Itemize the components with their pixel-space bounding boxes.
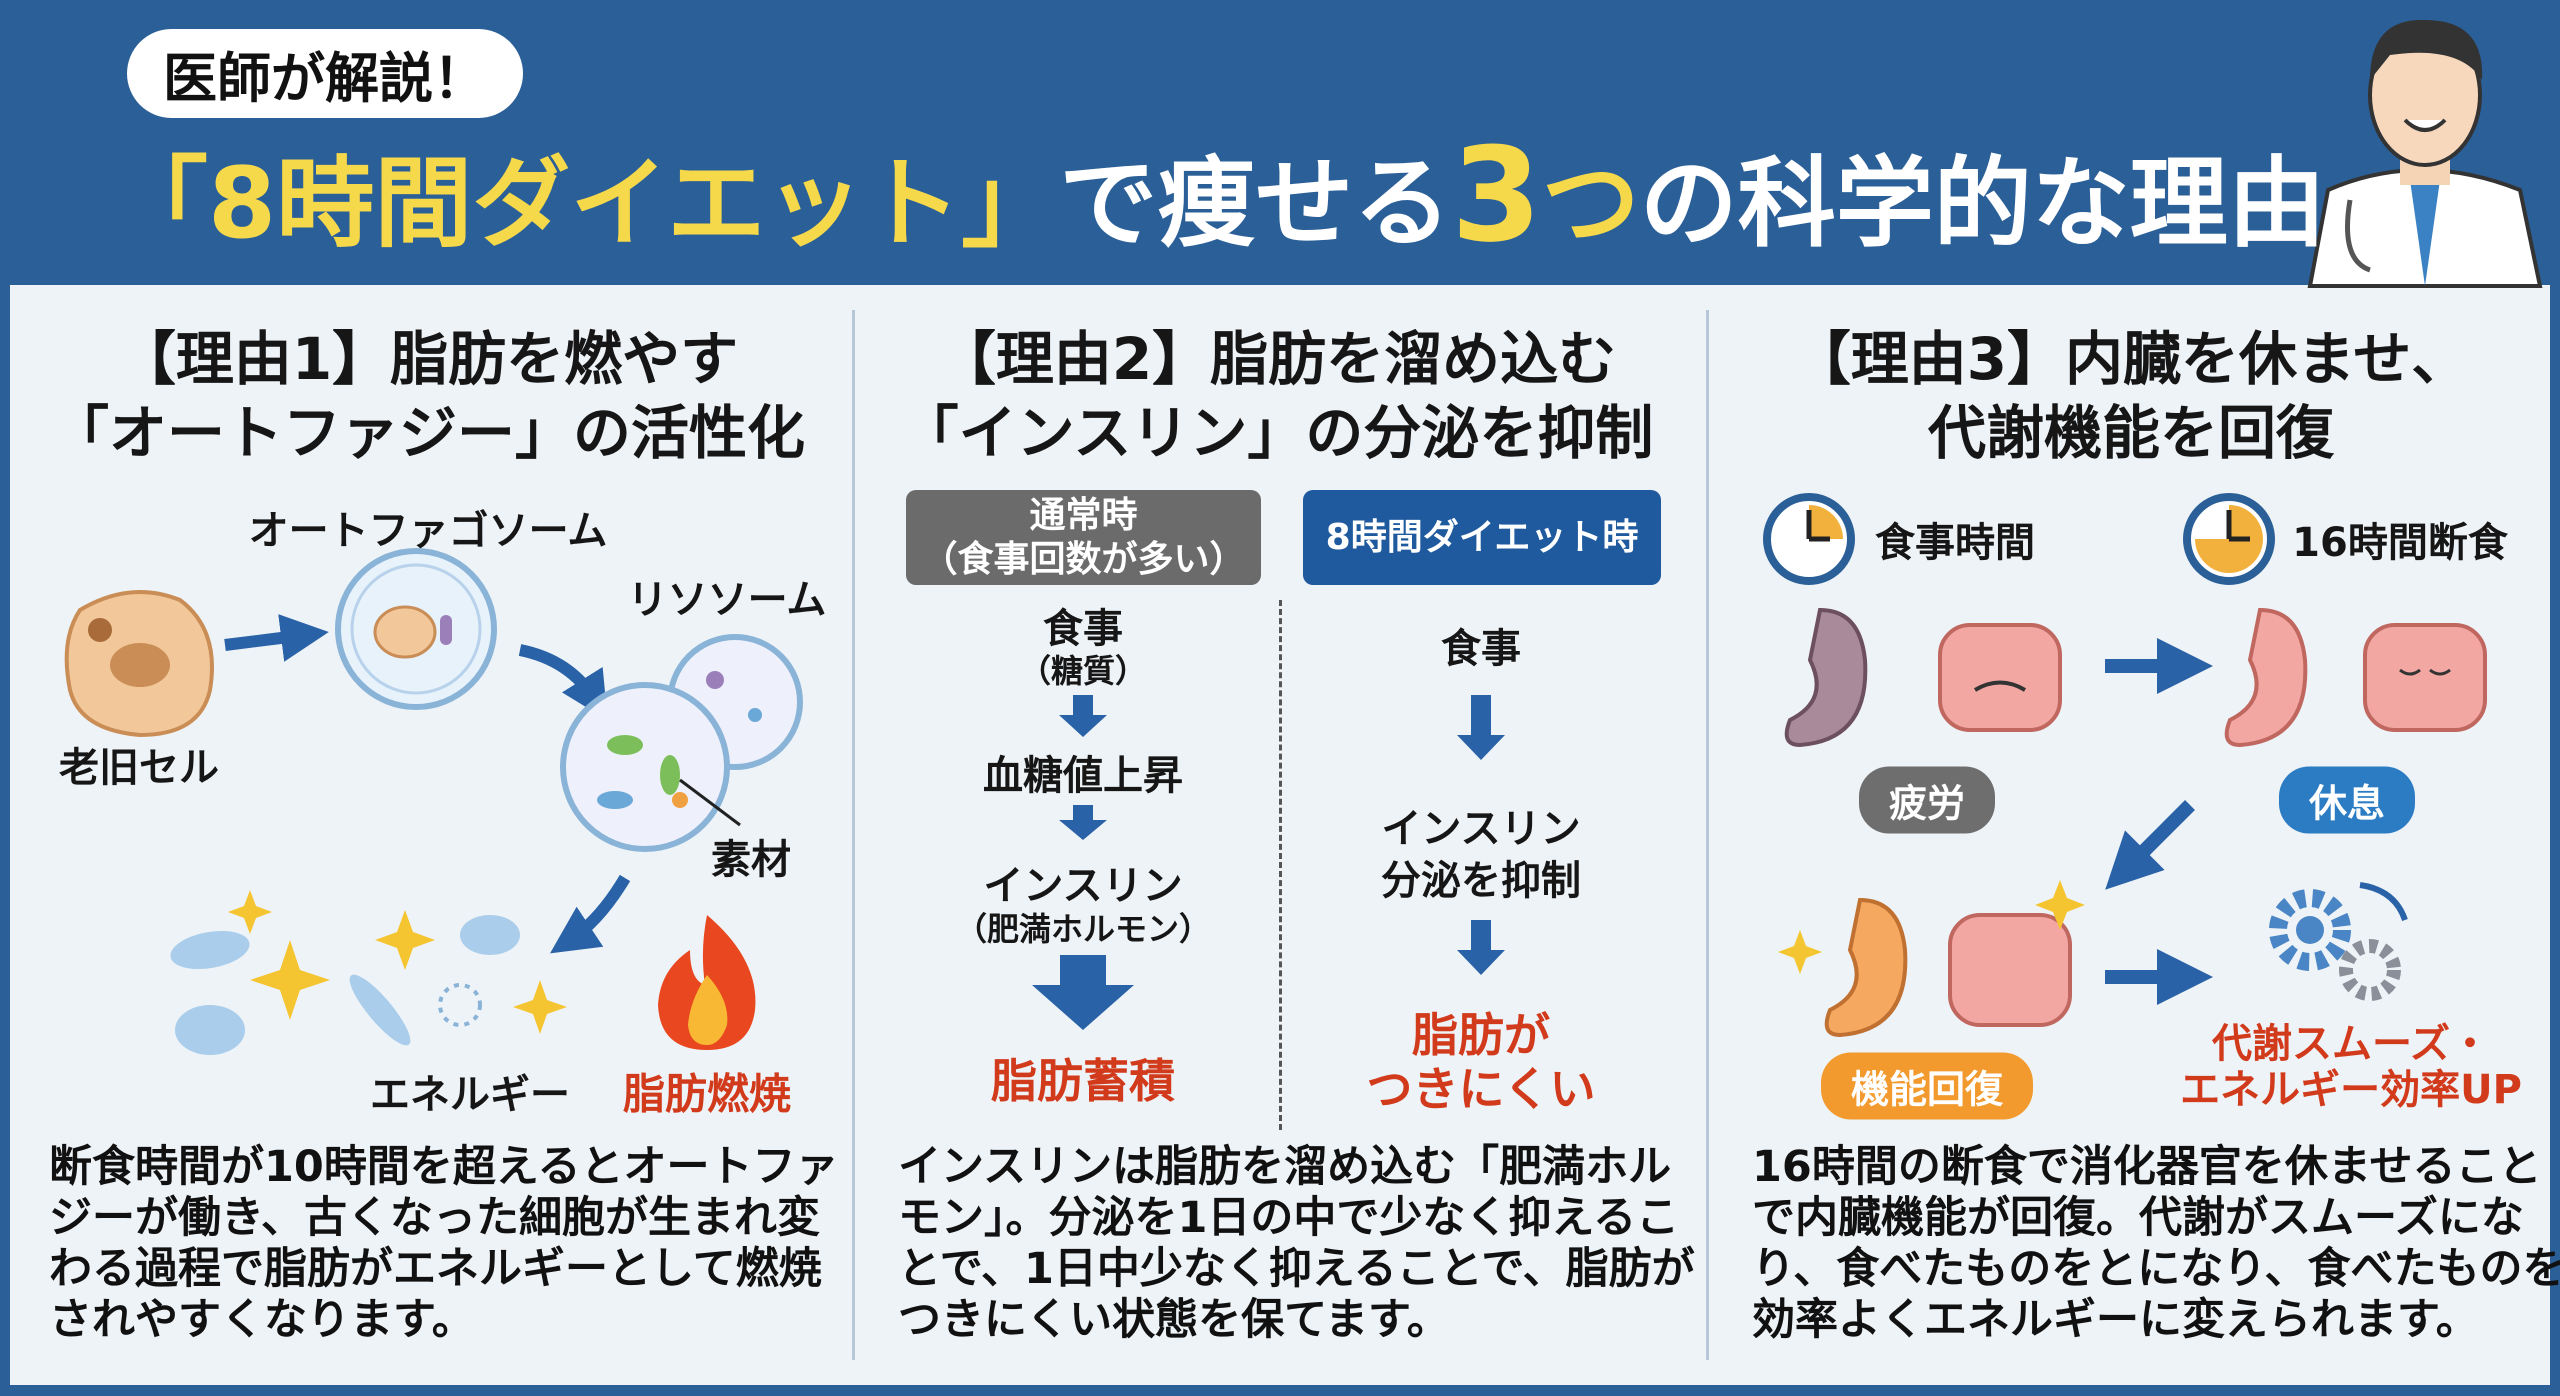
flow-result: つきにくい xyxy=(1366,1062,1596,1116)
flow-insulin-sub: （肥満ホルモン） xyxy=(954,910,1212,948)
title-part: の科学的な理由 xyxy=(1639,147,2326,261)
fasting-label: 16時間断食 xyxy=(2292,520,2508,566)
clock-icon xyxy=(2183,493,2275,585)
reason2-heading: 【理由2】脂肪を溜め込む xyxy=(937,325,1617,393)
flow-arrows xyxy=(1032,695,1505,1030)
recovered-organs-icon xyxy=(1778,880,2085,1038)
result-label: エネルギー効率UP xyxy=(2180,1067,2522,1113)
autophagosome-label: オートファゴソーム xyxy=(248,508,608,554)
arrow-icon xyxy=(224,614,329,662)
page-title: 「8時間ダイエット」 で痩せる 3 つ の科学的な理由 xyxy=(110,119,2326,271)
result-label: 代謝スムーズ・ xyxy=(2212,1021,2490,1067)
body-line: モン」。分泌を1日の中で少なく抑えるこ xyxy=(898,1193,1680,1243)
body-line: 効率よくエネルギーに変えられます。 xyxy=(1752,1295,2479,1345)
reason3-body: 16時間の断食で消化器官を休ませること で内臓機能が回復。代謝がスムーズにな り… xyxy=(1752,1142,2560,1346)
body-line: 断食時間が10時間を超えるとオートファ xyxy=(49,1142,839,1192)
reason3-heading: 【理由3】内臓を休ませ、 xyxy=(1792,325,2470,393)
lysosome-icon xyxy=(560,634,803,852)
fire-icon xyxy=(658,915,756,1050)
flow-blood-sugar: 血糖値上昇 xyxy=(983,753,1183,799)
doctor-illustration xyxy=(2307,19,2543,288)
doctor-explains-badge: 医師が解説！ xyxy=(127,29,523,118)
material-label: 素材 xyxy=(711,837,791,883)
reason1-body: 断食時間が10時間を超えるとオートファ ジーが働き、古くなった細胞が生まれ変 わ… xyxy=(49,1142,839,1346)
old-cell-icon xyxy=(64,590,214,738)
autophagosome-icon xyxy=(335,548,497,710)
normal-case-box: 通常時 （食事回数が多い） xyxy=(906,490,1261,585)
meal-time-label: 食事時間 xyxy=(1875,520,2035,566)
recovery-badge: 機能回復 xyxy=(1820,1052,2034,1120)
dashed-divider xyxy=(1279,600,1282,1130)
column-divider xyxy=(1706,310,1709,1360)
column-divider xyxy=(852,310,855,1360)
reason1-heading: 【理由1】脂肪を燃やす xyxy=(117,325,739,393)
rest-badge: 休息 xyxy=(2278,766,2416,834)
lysosome-label: リソソーム xyxy=(627,577,827,623)
flow-insulin-suppressed: 分泌を抑制 xyxy=(1381,858,1581,904)
gears-icon xyxy=(2269,882,2408,1001)
old-cell-label: 老旧セル xyxy=(59,745,219,791)
body-line: り、食べたものをとになり、食べたものを xyxy=(1752,1244,2560,1294)
flow-meal: 食事 xyxy=(1043,606,1123,652)
arrow-icon xyxy=(2105,800,2195,890)
diet-case-box: 8時間ダイエット時 xyxy=(1303,490,1661,585)
tired-organs-icon xyxy=(1784,607,2062,748)
reason2-body: インスリンは脂肪を溜め込む「肥満ホル モン」。分泌を1日の中で少なく抑えるこ と… xyxy=(898,1142,1695,1346)
normal-case-sub: （食事回数が多い） xyxy=(921,538,1246,580)
body-line: とで、1日中少なく抑えることで、脂肪が xyxy=(898,1244,1695,1294)
title-part: 3 xyxy=(1451,119,1542,271)
title-part: つ xyxy=(1541,147,1640,261)
reason1-heading: 「オートファジー」の活性化 xyxy=(50,399,806,467)
arrow-icon xyxy=(518,644,608,721)
body-line: つきにくい状態を保てます。 xyxy=(898,1295,1450,1345)
flow-insulin: インスリン xyxy=(983,863,1183,909)
reason2-heading: 「インスリン」の分泌を抑制 xyxy=(900,399,1654,467)
body-line: わる過程で脂肪がエネルギーとして燃焼 xyxy=(49,1244,822,1294)
flow-meal: 食事 xyxy=(1441,626,1521,672)
flow-fat-storage: 脂肪蓄積 xyxy=(991,1054,1175,1108)
energy-label: エネルギー xyxy=(370,1072,570,1118)
body-line: で内臓機能が回復。代謝がスムーズにな xyxy=(1752,1193,2524,1243)
arrow-icon xyxy=(550,874,631,954)
reason3-heading: 代謝機能を回復 xyxy=(1927,399,2335,467)
title-part: で痩せる xyxy=(1059,147,1452,261)
body-line: ジーが働き、古くなった細胞が生まれ変 xyxy=(49,1193,820,1243)
resting-organs-icon xyxy=(2224,607,2487,748)
flow-result: 脂肪が xyxy=(1412,1008,1550,1062)
diet-case-title: 8時間ダイエット時 xyxy=(1325,516,1639,558)
normal-case-title: 通常時 xyxy=(1029,494,1138,536)
fat-burn-label: 脂肪燃焼 xyxy=(622,1069,792,1119)
clock-icon xyxy=(1763,493,1855,585)
tired-badge: 疲労 xyxy=(1858,766,1996,834)
flow-insulin: インスリン xyxy=(1381,806,1581,852)
title-part: 「8時間ダイエット」 xyxy=(110,147,1060,261)
energy-sparkles-icon xyxy=(170,890,567,1055)
body-line: されやすくなります。 xyxy=(49,1295,475,1345)
flow-meal-sub: （糖質） xyxy=(1018,652,1148,690)
body-line: 16時間の断食で消化器官を休ませること xyxy=(1752,1142,2542,1192)
body-line: インスリンは脂肪を溜め込む「肥満ホル xyxy=(898,1142,1672,1192)
